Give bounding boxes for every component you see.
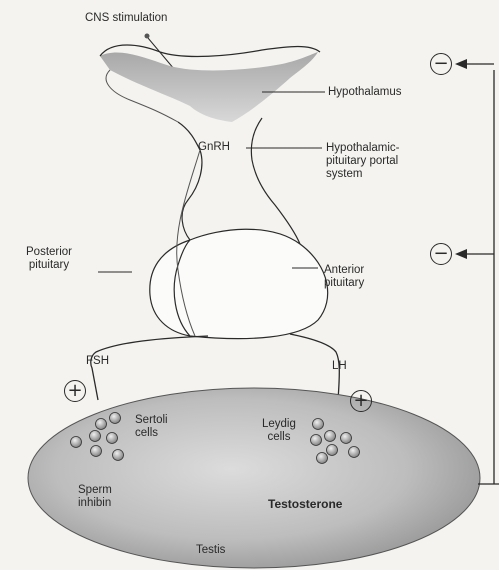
portal-line-3: system xyxy=(326,168,400,181)
positive-lh-icon: + xyxy=(350,390,372,412)
posterior-line-2: pituitary xyxy=(26,259,72,272)
anterior-line-1: Anterior xyxy=(324,264,364,277)
leydig-line-1: Leydig xyxy=(262,418,296,431)
feedback-arrow-mid-head xyxy=(455,249,467,259)
fsh-pathway xyxy=(91,336,208,400)
sertoli-line-2: cells xyxy=(135,427,168,440)
infundibulum-right xyxy=(251,118,300,244)
negative-feedback-pituitary-icon: − xyxy=(430,243,452,265)
posterior-pituitary-label: Posterior pituitary xyxy=(26,246,72,272)
cns-pointer-dot xyxy=(145,34,150,39)
hypothalamus-label: Hypothalamus xyxy=(328,86,402,99)
negative-feedback-hypothalamus-icon: − xyxy=(430,53,452,75)
leydig-line-2: cells xyxy=(262,431,296,444)
sertoli-cells-label: Sertoli cells xyxy=(135,414,168,440)
portal-system-label: Hypothalamic- pituitary portal system xyxy=(326,142,400,181)
leydig-cells-label: Leydig cells xyxy=(262,418,296,444)
portal-line-1: Hypothalamic- xyxy=(326,142,400,155)
hypothalamus-shape xyxy=(100,52,318,122)
gnrh-label: GnRH xyxy=(198,141,230,154)
sperm-line-2: inhibin xyxy=(78,497,112,510)
positive-fsh-icon: + xyxy=(64,380,86,402)
anterior-pituitary-label: Anterior pituitary xyxy=(324,264,364,290)
anterior-pituitary-shape xyxy=(174,229,327,338)
lh-label: LH xyxy=(332,360,347,373)
sertoli-line-1: Sertoli xyxy=(135,414,168,427)
sperm-line-1: Sperm xyxy=(78,484,112,497)
posterior-line-1: Posterior xyxy=(26,246,72,259)
portal-line-2: pituitary portal xyxy=(326,155,400,168)
testosterone-label: Testosterone xyxy=(268,498,342,511)
fsh-label: FSH xyxy=(86,355,109,368)
anterior-line-2: pituitary xyxy=(324,277,364,290)
sperm-inhibin-label: Sperm inhibin xyxy=(78,484,112,510)
feedback-arrow-top-head xyxy=(455,59,467,69)
cns-stimulation-label: CNS stimulation xyxy=(85,12,167,25)
testis-shape xyxy=(28,388,480,568)
testis-label: Testis xyxy=(196,544,225,557)
